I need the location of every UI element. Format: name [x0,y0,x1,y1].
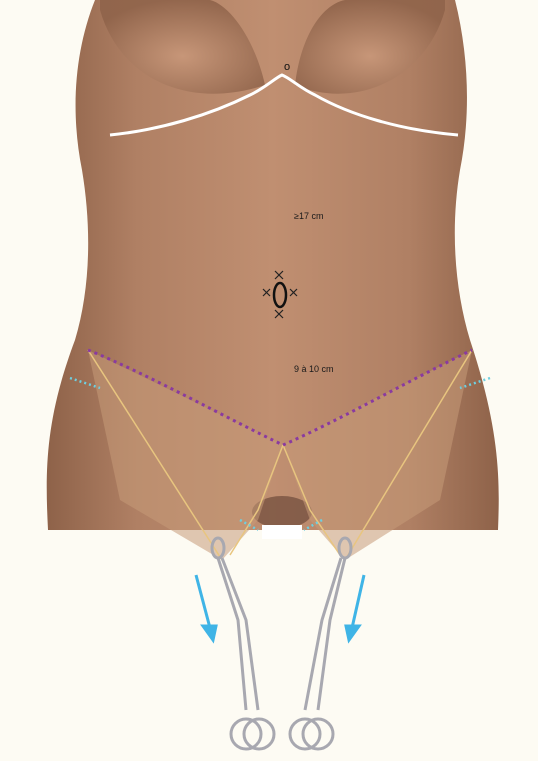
lower-distance-label: 9 à 10 cm [294,364,334,374]
pubic-tape [262,525,302,539]
top-point-label: o [284,61,290,73]
upper-distance-label: ≥17 cm [294,211,323,221]
